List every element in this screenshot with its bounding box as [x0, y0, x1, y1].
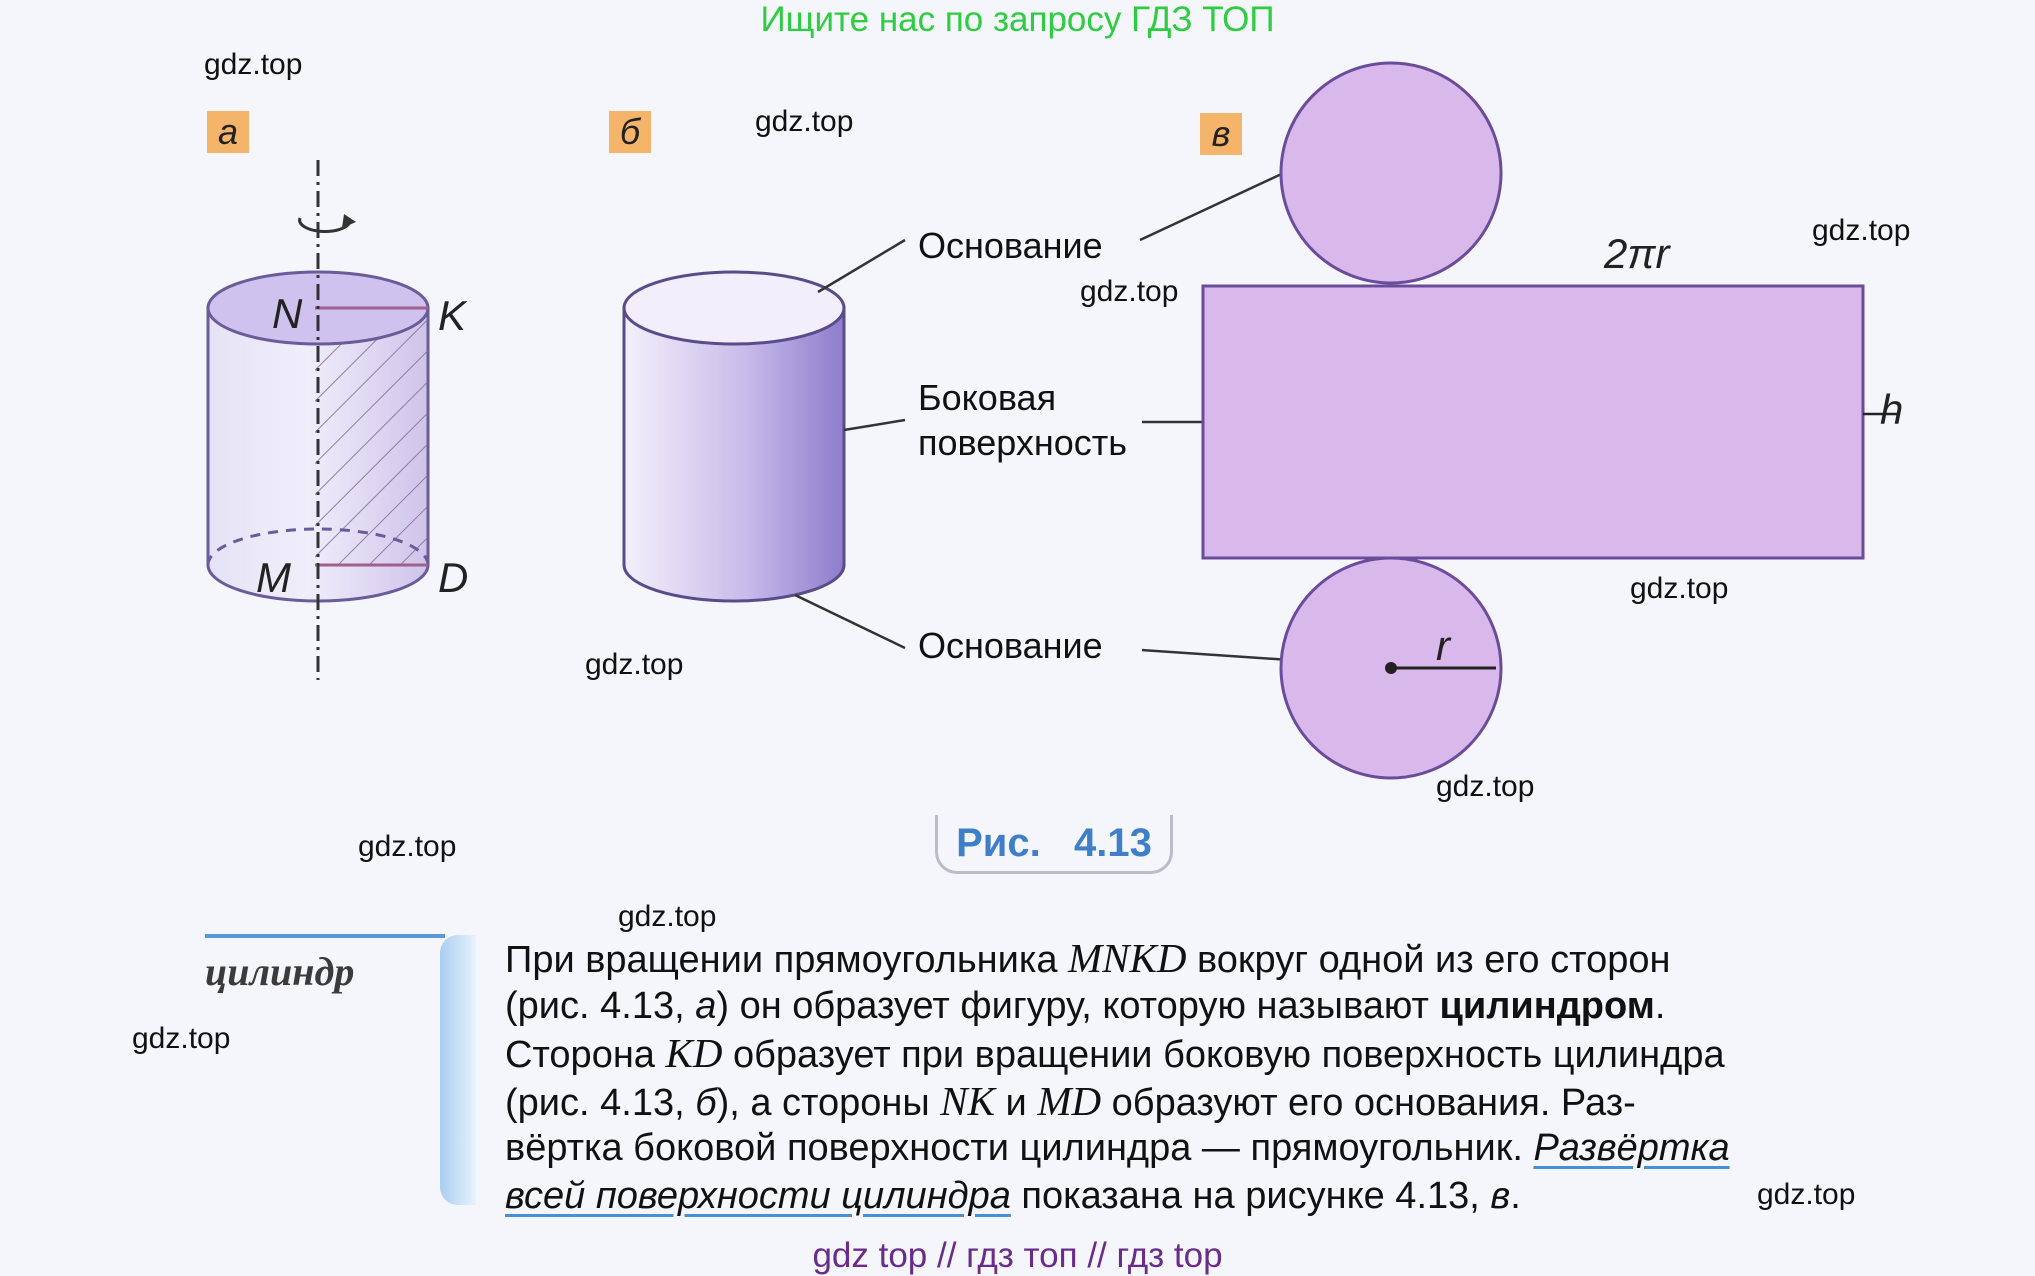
- watermark: gdz.top: [585, 648, 684, 681]
- point-M: M: [256, 554, 291, 601]
- watermark: gdz.top: [1080, 275, 1179, 308]
- cylinder-net: 2πr h r: [1201, 61, 1903, 780]
- para-line-4: (рис. 4.13, б), а стороны NK и MD образу…: [505, 1077, 1636, 1124]
- rotation-arrow-icon: [298, 217, 352, 234]
- figure-label-c: в: [1200, 113, 1242, 155]
- cylinder-b-top: [622, 270, 846, 346]
- watermark: gdz.top: [358, 830, 457, 863]
- hatched-rectangle: [315, 308, 428, 565]
- watermark: gdz.top: [204, 48, 303, 81]
- figure-caption-text: Рис. 4.13: [956, 820, 1152, 865]
- watermark: gdz.top: [618, 900, 717, 933]
- figure-caption: Рис. 4.13: [935, 815, 1173, 874]
- definition-paragraph: При вращении прямоугольника MNKD вокруг …: [505, 935, 1995, 1220]
- net-top-circle: [1279, 61, 1503, 285]
- para-line-5: вёртка боковой поверхности цилиндра — пр…: [505, 1127, 1730, 1169]
- point-N: N: [272, 290, 303, 337]
- para-line-3: Сторона KD образует при вращении боковую…: [505, 1030, 1725, 1076]
- watermark: gdz.top: [1812, 214, 1911, 247]
- para-line-1: При вращении прямоугольника MNKD вокруг …: [505, 935, 1671, 981]
- watermark: gdz.top: [132, 1022, 231, 1055]
- watermark: gdz.top: [1436, 770, 1535, 803]
- net-rectangle: [1201, 284, 1865, 560]
- label-base-top: Основание: [918, 225, 1103, 266]
- margin-term: цилиндр: [205, 949, 355, 994]
- watermark: gdz.top: [755, 105, 854, 138]
- point-K: K: [438, 292, 468, 339]
- cylinder-a: N K M D: [206, 160, 468, 680]
- label-height: h: [1880, 386, 1903, 433]
- label-lateral-1: Боковая: [918, 377, 1056, 418]
- label-radius: r: [1436, 622, 1452, 669]
- para-line-6: всей поверхности цилиндра показана на ри…: [505, 1174, 1521, 1217]
- watermark: gdz.top: [1630, 572, 1729, 605]
- figure-label-b: б: [609, 111, 651, 153]
- top-banner: Ищите нас по запросу ГДЗ ТОП: [760, 0, 1275, 39]
- term-underline: [205, 934, 445, 938]
- point-D: D: [438, 554, 468, 601]
- definition-marker: [440, 935, 476, 1205]
- label-lateral-2: поверхность: [918, 422, 1127, 463]
- figure-label-a: а: [207, 111, 249, 153]
- watermark: gdz.top: [1757, 1178, 1856, 1211]
- para-line-2: (рис. 4.13, а) он образует фигуру, котор…: [505, 984, 1666, 1027]
- cylinder-b: Основание Боковая поверхность Основание: [622, 225, 1127, 666]
- label-circumference: 2πr: [1603, 230, 1671, 277]
- label-base-bottom: Основание: [918, 625, 1103, 666]
